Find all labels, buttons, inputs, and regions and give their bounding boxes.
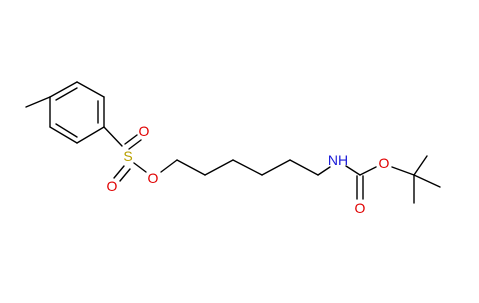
atom-oxygen-ester: O — [148, 170, 159, 186]
ring-bond — [49, 126, 78, 144]
bond-ring-sulfur — [103, 126, 123, 147]
chain-bond — [261, 159, 291, 176]
atom-oxygen-carbamate: O — [379, 155, 390, 171]
tert-butyl-group — [413, 155, 441, 204]
chain-bond — [232, 159, 263, 176]
ring-bond — [49, 81, 78, 98]
bond-s-o-bottom — [113, 165, 125, 179]
bond-o-tbutyl — [391, 166, 415, 176]
chain-bond — [204, 159, 234, 176]
atom-oxygen-sulfonyl-bottom: O — [107, 178, 118, 194]
ring-bond — [76, 81, 105, 98]
bond-s-o-bottom — [119, 168, 131, 182]
bond-carbonyl-o — [359, 166, 377, 176]
tbutyl-methyl-bond — [413, 174, 441, 188]
chain-bond — [176, 159, 206, 176]
bond-methyl-ring — [25, 96, 51, 108]
ring-double-bond — [55, 123, 78, 138]
atom-oxygen-carbonyl: O — [355, 200, 366, 216]
ring-bond — [76, 126, 105, 144]
tbutyl-methyl-bond — [413, 155, 428, 176]
atom-sulfur: S — [123, 148, 132, 164]
ring-double-bond — [55, 87, 78, 101]
bond-s-o-ester — [133, 162, 147, 173]
chain-bond — [317, 166, 331, 176]
chain-bond — [160, 159, 178, 173]
atom-nitrogen-nh: NH — [328, 152, 348, 168]
hexyl-chain — [160, 159, 331, 176]
bond-n-carbonyl — [345, 165, 361, 176]
benzene-ring — [49, 81, 105, 144]
bond-s-o-top — [128, 139, 142, 150]
atom-oxygen-sulfonyl-top: O — [139, 123, 150, 139]
bond-s-o-top — [124, 134, 138, 145]
chain-bond — [289, 159, 319, 176]
